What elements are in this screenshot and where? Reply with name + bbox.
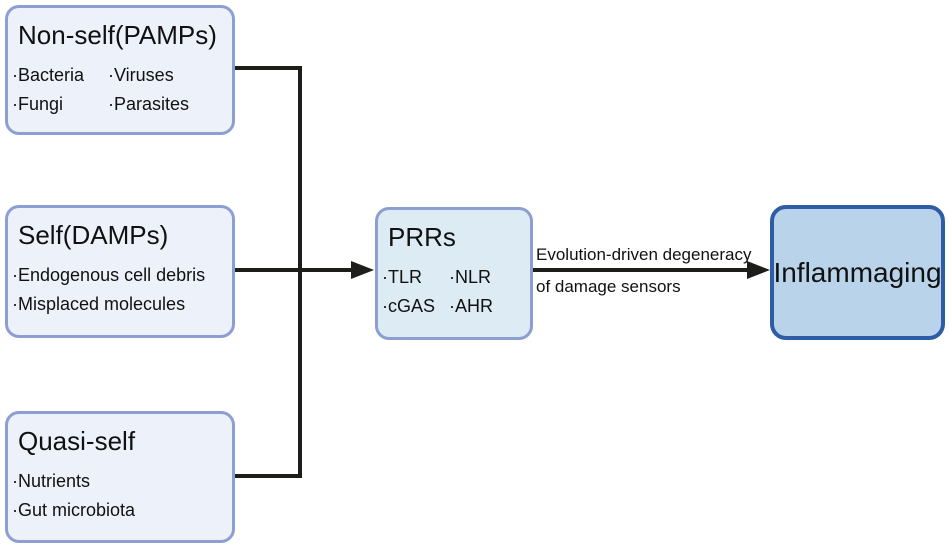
box-title: Inflammaging — [773, 256, 942, 288]
list-item: ·Parasites — [108, 94, 190, 114]
list-item: ·Fungi — [12, 94, 64, 114]
box-prrs: PRRs ·TLR ·NLR ·cGAS ·AHR — [375, 207, 533, 340]
list-item: ·Bacteria — [12, 65, 85, 85]
box-title: Self(DAMPs) — [18, 220, 169, 250]
arrow-caption-line1: Evolution-driven degeneracy — [536, 245, 752, 264]
list-item: ·Endogenous cell debris — [12, 265, 206, 285]
box-self-damps: Self(DAMPs) ·Endogenous cell debris ·Mis… — [5, 205, 235, 338]
box-inflammaging: Inflammaging — [770, 205, 945, 340]
list-item: ·Gut microbiota — [12, 500, 136, 520]
item-list: ·Endogenous cell debris ·Misplaced molec… — [12, 261, 226, 319]
item-list: ·TLR ·NLR ·cGAS ·AHR — [382, 263, 524, 321]
list-item: ·cGAS — [382, 296, 436, 316]
item-list: ·Nutrients ·Gut microbiota — [12, 467, 226, 525]
arrowhead-icon — [747, 261, 770, 279]
list-item: ·Nutrients — [12, 471, 91, 491]
list-item: ·AHR — [449, 296, 493, 316]
item-list: ·Bacteria ·Viruses ·Fungi ·Parasites — [12, 61, 226, 119]
arrow-caption-line2: of damage sensors — [536, 277, 681, 296]
box-quasi-self: Quasi-self ·Nutrients ·Gut microbiota — [5, 411, 235, 543]
list-item: ·NLR — [449, 267, 492, 287]
box-non-self-pamps: Non-self(PAMPs) ·Bacteria ·Viruses ·Fung… — [5, 5, 235, 135]
list-item: ·Viruses — [108, 65, 174, 85]
list-item: ·Misplaced molecules — [12, 294, 186, 314]
list-item: ·TLR — [382, 267, 422, 287]
arrowhead-icon — [351, 261, 374, 279]
box-title: PRRs — [388, 222, 456, 252]
box-title: Non-self(PAMPs) — [18, 20, 217, 50]
box-title: Quasi-self — [18, 426, 136, 456]
